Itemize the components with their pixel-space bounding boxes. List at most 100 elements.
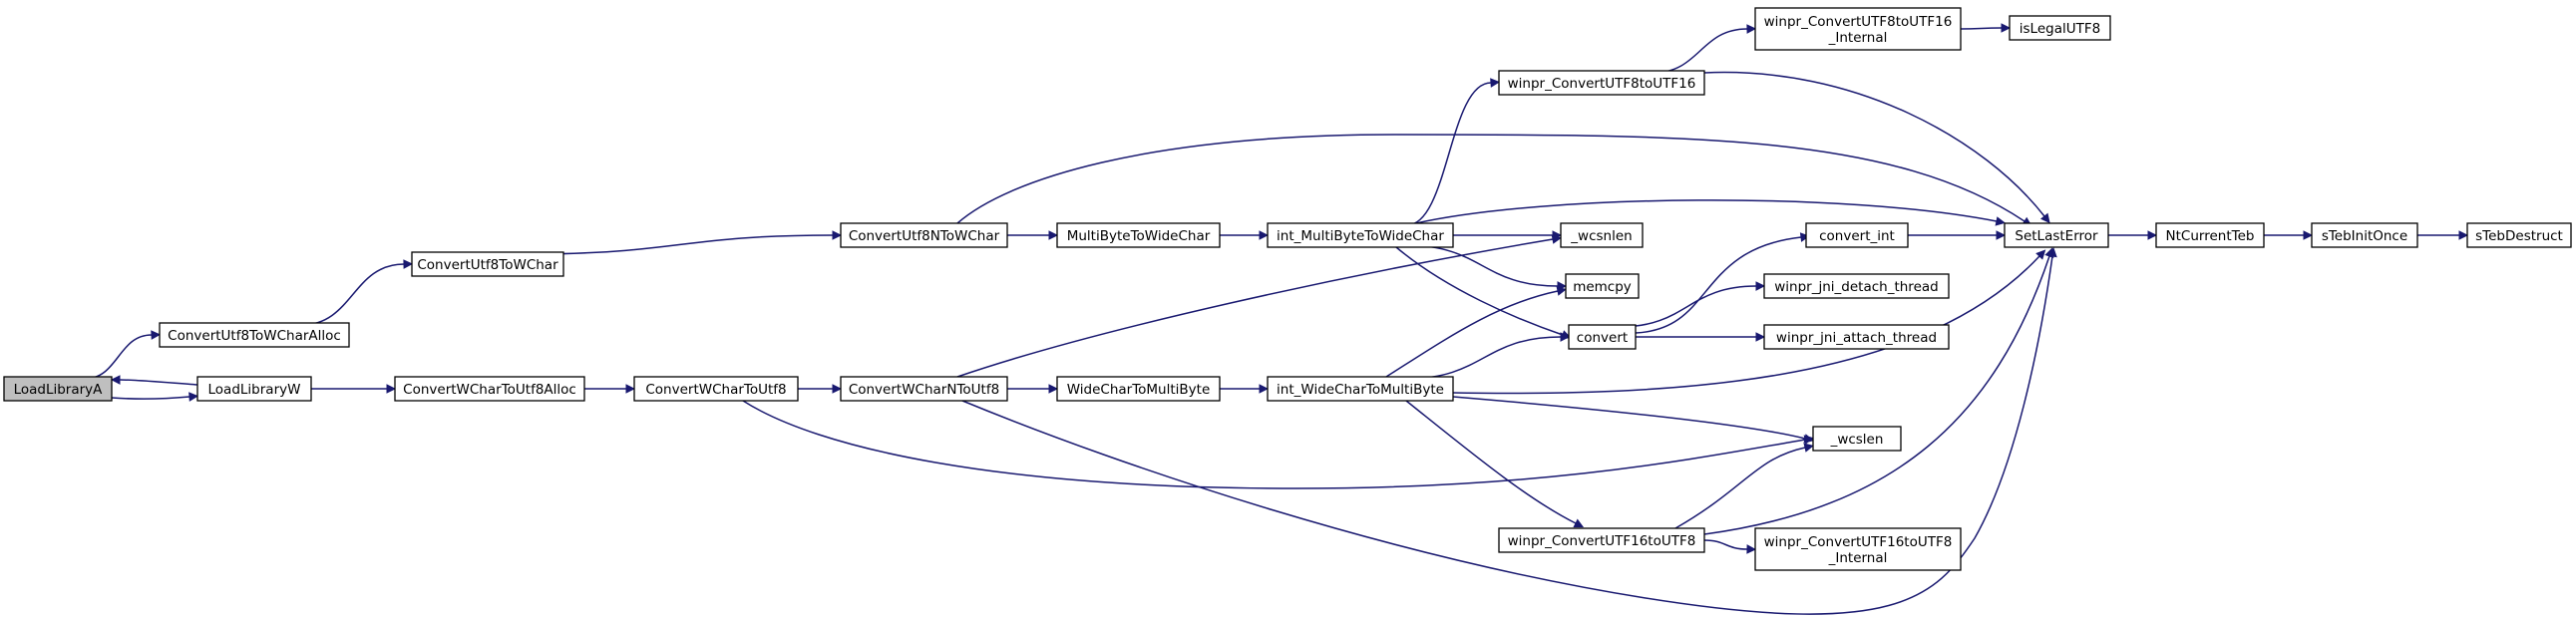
edge-convert-to-winpr_jni_detach_thread <box>1619 281 1766 328</box>
arrow-head <box>188 392 199 402</box>
node-box <box>1763 324 1950 350</box>
node-label: isLegalUTF8 <box>2020 21 2100 37</box>
edge-int_WideCharToMultiByte-to-winpr_ConvertUTF16toUTF8 <box>1405 400 1585 528</box>
node-box <box>1498 70 1705 96</box>
edge-line <box>111 396 190 400</box>
edge-int_WideCharToMultiByte-to-_wcslen <box>1452 396 1814 444</box>
edge-line <box>301 263 405 326</box>
edge-int_WideCharToMultiByte-to-convert <box>1406 332 1571 380</box>
node-label: ConvertUtf8ToWCharAlloc <box>168 328 341 344</box>
edge-line <box>1635 236 1802 334</box>
edge-int_MultiByteToWideChar-to-memcpy <box>1406 244 1568 291</box>
node-SetLastError[interactable]: SetLastError <box>2004 222 2109 248</box>
arrow-head <box>1996 230 2007 240</box>
node-winpr_jni_detach_thread[interactable]: winpr_jni_detach_thread <box>1763 273 1950 299</box>
node-box <box>3 376 113 402</box>
node-label: convert <box>1577 330 1628 346</box>
node-label: sTebDestruct <box>2475 228 2563 244</box>
node-label: winpr_ConvertUTF16toUTF8 <box>1508 533 1696 549</box>
arrow-head <box>2458 230 2469 240</box>
node-ConvertWCharToUtf8Alloc[interactable]: ConvertWCharToUtf8Alloc <box>394 376 585 402</box>
edge-line <box>1452 396 1806 440</box>
node-int_MultiByteToWideChar[interactable]: int_MultiByteToWideChar <box>1267 222 1454 248</box>
node-isLegalUTF8[interactable]: isLegalUTF8 <box>2009 15 2111 41</box>
node-memcpy[interactable]: memcpy <box>1565 273 1640 299</box>
node-label: winpr_ConvertUTF8toUTF16 <box>1508 76 1696 92</box>
edge-line <box>1406 336 1562 380</box>
node-label: ConvertWCharNToUtf8 <box>849 382 999 398</box>
edge-ConvertWCharToUtf8Alloc-to-ConvertWCharToUtf8 <box>584 384 636 394</box>
node-convert_int[interactable]: convert_int <box>1805 222 1909 248</box>
node-MultiByteToWideChar[interactable]: MultiByteToWideChar <box>1056 222 1221 248</box>
node-convert[interactable]: convert <box>1568 324 1637 350</box>
arrow-head <box>1573 518 1585 528</box>
node-ConvertUtf8ToWChar[interactable]: ConvertUtf8ToWChar <box>411 251 564 277</box>
node-label: _wcslen <box>1830 432 1884 448</box>
node-box <box>1754 7 1962 51</box>
node-winpr_ConvertUTF8toUTF16_Internal[interactable]: winpr_ConvertUTF8toUTF16_Internal <box>1754 7 1962 51</box>
edge-line <box>119 379 198 386</box>
node-ConvertUtf8ToWCharAlloc[interactable]: ConvertUtf8ToWCharAlloc <box>159 322 350 348</box>
arrow-head <box>2303 230 2314 240</box>
node-winpr_jni_attach_thread[interactable]: winpr_jni_attach_thread <box>1763 324 1950 350</box>
edge-line <box>1406 82 1492 226</box>
node-box <box>1568 324 1637 350</box>
edge-ConvertWCharToUtf8-to-ConvertWCharNToUtf8 <box>798 384 843 394</box>
node-box <box>1056 376 1221 402</box>
node-box <box>2155 222 2265 248</box>
arrow-head <box>1490 78 1501 88</box>
edge-line <box>742 400 1806 489</box>
edge-NtCurrentTeb-to-sTebInitOnce <box>2264 230 2314 240</box>
node-LoadLibraryA[interactable]: LoadLibraryA <box>3 376 113 402</box>
node-label: sTebInitOnce <box>2322 228 2407 244</box>
node-label: winpr_ConvertUTF8toUTF16 <box>1764 14 1953 30</box>
edge-line <box>961 255 2053 615</box>
node-sTebInitOnce[interactable]: sTebInitOnce <box>2311 222 2418 248</box>
node-sTebDestruct[interactable]: sTebDestruct <box>2466 222 2572 248</box>
arrow-head <box>832 384 843 394</box>
node-int_WideCharToMultiByte[interactable]: int_WideCharToMultiByte <box>1267 376 1454 402</box>
node-_wcslen[interactable]: _wcslen <box>1812 426 1902 452</box>
node-NtCurrentTeb[interactable]: NtCurrentTeb <box>2155 222 2265 248</box>
arrow-head <box>2044 247 2054 259</box>
node-box <box>2311 222 2418 248</box>
node-label: ConvertWCharToUtf8Alloc <box>403 382 576 398</box>
edge-convert-to-convert_int <box>1635 232 1810 334</box>
node-ConvertWCharToUtf8[interactable]: ConvertWCharToUtf8 <box>633 376 799 402</box>
node-label: MultiByteToWideChar <box>1067 228 1211 244</box>
edge-line <box>956 238 1554 378</box>
arrow-head <box>2001 23 2012 33</box>
edge-line <box>1674 447 1806 529</box>
node-label: winpr_ConvertUTF16toUTF8 <box>1764 534 1953 550</box>
node-_wcsnlen[interactable]: _wcsnlen <box>1560 222 1644 248</box>
node-winpr_ConvertUTF8toUTF16[interactable]: winpr_ConvertUTF8toUTF16 <box>1498 70 1705 96</box>
edge-line <box>1385 290 1559 378</box>
node-box <box>840 376 1008 402</box>
node-LoadLibraryW[interactable]: LoadLibraryW <box>196 376 312 402</box>
node-label: _Internal <box>1828 550 1888 566</box>
edge-line <box>1703 255 2050 535</box>
arrow-head <box>386 384 397 394</box>
node-label: _Internal <box>1828 30 1888 46</box>
node-box <box>411 251 564 277</box>
edge-winpr_ConvertUTF8toUTF16-to-SetLastError <box>1703 71 2050 224</box>
node-label: convert_int <box>1819 228 1895 244</box>
node-WideCharToMultiByte[interactable]: WideCharToMultiByte <box>1056 376 1221 402</box>
arrow-head <box>1048 230 1059 240</box>
edge-int_WideCharToMultiByte-to-memcpy <box>1385 286 1567 378</box>
edge-line <box>1415 199 1998 224</box>
node-box <box>1805 222 1909 248</box>
node-box <box>1560 222 1644 248</box>
node-box <box>2466 222 2572 248</box>
node-box <box>196 376 312 402</box>
node-box <box>2004 222 2109 248</box>
node-ConvertUtf8NToWChar[interactable]: ConvertUtf8NToWChar <box>840 222 1008 248</box>
node-winpr_ConvertUTF16toUTF8[interactable]: winpr_ConvertUTF16toUTF8 <box>1498 527 1705 553</box>
edge-line <box>1703 71 2045 217</box>
edge-winpr_ConvertUTF8toUTF16_Internal-to-isLegalUTF8 <box>1960 23 2012 33</box>
arrow-head <box>1755 281 1766 291</box>
node-ConvertWCharNToUtf8[interactable]: ConvertWCharNToUtf8 <box>840 376 1008 402</box>
edge-winpr_ConvertUTF16toUTF8-to-SetLastError <box>1703 247 2054 535</box>
node-label: _wcsnlen <box>1570 228 1632 244</box>
node-winpr_ConvertUTF16toUTF8_Internal[interactable]: winpr_ConvertUTF16toUTF8_Internal <box>1754 527 1962 571</box>
